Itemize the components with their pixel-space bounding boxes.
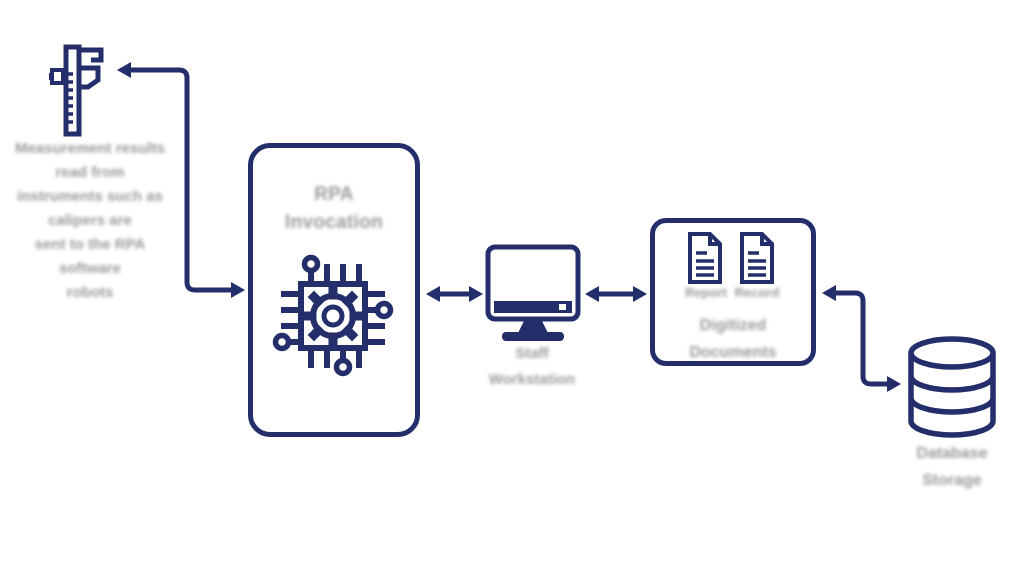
connector-documents-database bbox=[834, 290, 889, 387]
connector-instrument-rpa bbox=[130, 67, 233, 293]
arrowhead-to-terminal-right bbox=[585, 286, 599, 302]
arrowhead-to-instrument bbox=[117, 62, 131, 78]
database-icon bbox=[905, 335, 1000, 443]
caliper-icon bbox=[49, 44, 107, 138]
document-label-1: Report bbox=[685, 285, 727, 300]
documents-box bbox=[650, 218, 816, 366]
arrowhead-to-rpa-left bbox=[231, 282, 245, 298]
rpa-box bbox=[248, 143, 420, 437]
document-icon-1 bbox=[686, 232, 724, 284]
arrowhead-to-rpa-right bbox=[426, 286, 440, 302]
document-icon-2 bbox=[738, 232, 776, 284]
arrowhead-to-documents-right bbox=[822, 285, 836, 301]
arrowhead-to-database bbox=[887, 376, 901, 392]
monitor-icon bbox=[485, 244, 581, 342]
document-label-2: Record bbox=[734, 285, 780, 300]
chip-gear-icon bbox=[263, 246, 403, 386]
arrowhead-to-documents bbox=[633, 286, 647, 302]
arrowhead-to-terminal-left bbox=[469, 286, 483, 302]
